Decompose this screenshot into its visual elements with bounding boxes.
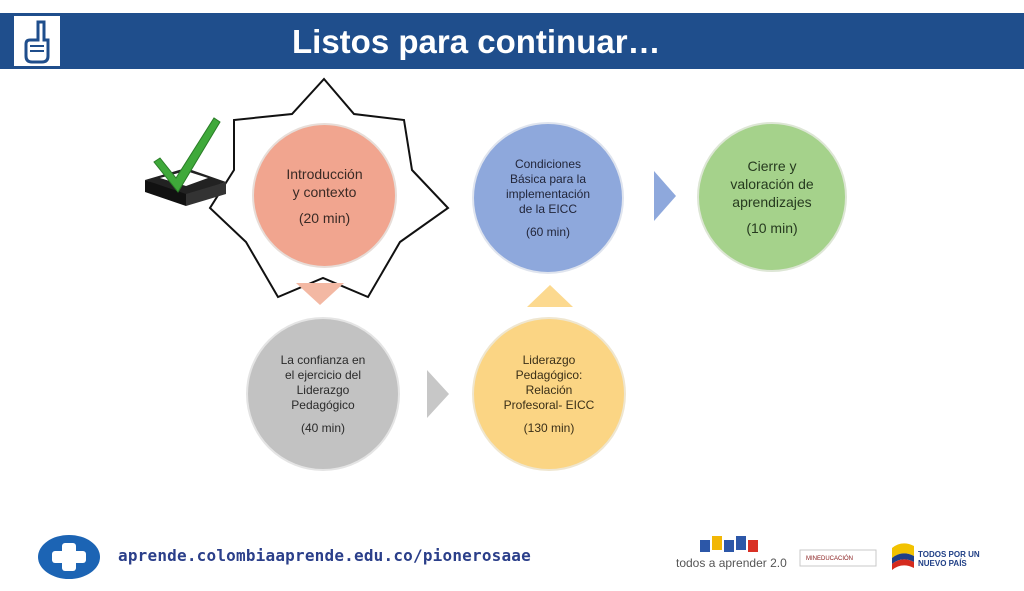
header-bar: Listos para continuar… <box>0 13 1024 69</box>
step-duration: (20 min) <box>298 209 351 226</box>
step-duration: (60 min) <box>525 224 570 239</box>
step-confianza: La confianza en el ejercicio del Lideraz… <box>246 317 400 471</box>
colombia-aprende-logo-icon <box>38 535 100 579</box>
step-cierre: Cierre y valoración de aprendizajes (10 … <box>697 122 847 272</box>
colombia-flag-logo-icon <box>892 543 914 570</box>
footer-url-link[interactable]: aprende.colombiaaprende.edu.co/pionerosa… <box>118 546 531 565</box>
step-label: Cierre y valoración de aprendizajes <box>730 158 814 210</box>
arrow-right-shape <box>427 370 449 418</box>
arrow-down-shape <box>296 283 344 305</box>
checkmark-icon <box>145 117 226 206</box>
arrow-right-shape-2 <box>654 171 676 221</box>
page-title: Listos para continuar… <box>292 23 661 60</box>
step-label: La confianza en el ejercicio del Lideraz… <box>280 352 366 412</box>
mineducacion-logo-icon <box>799 549 877 567</box>
step-introduccion: Introducción y contexto (20 min) <box>252 123 397 268</box>
nuevo-pais-logo-text: TODOS POR UN NUEVO PAÍS <box>918 550 980 568</box>
hand-number-one-icon <box>14 16 60 66</box>
step-duration: (40 min) <box>300 420 345 435</box>
todos-a-aprender-logo-text: todos a aprender 2.0 <box>676 556 787 570</box>
step-duration: (130 min) <box>523 420 575 435</box>
mineducacion-logo-text: MINEDUCACIÓN <box>806 556 854 562</box>
step-liderazgo: Liderazgo Pedagógico: Relación Profesora… <box>472 317 626 471</box>
step-label: Condiciones Básica para la implementació… <box>505 156 591 216</box>
step-label: Liderazgo Pedagógico: Relación Profesora… <box>503 352 595 412</box>
step-label: Introducción y contexto <box>286 165 363 200</box>
arrow-up-shape <box>527 285 573 307</box>
step-condiciones: Condiciones Básica para la implementació… <box>472 122 624 274</box>
step-duration: (10 min) <box>746 220 798 236</box>
todos-a-aprender-logo-icon <box>700 536 758 552</box>
